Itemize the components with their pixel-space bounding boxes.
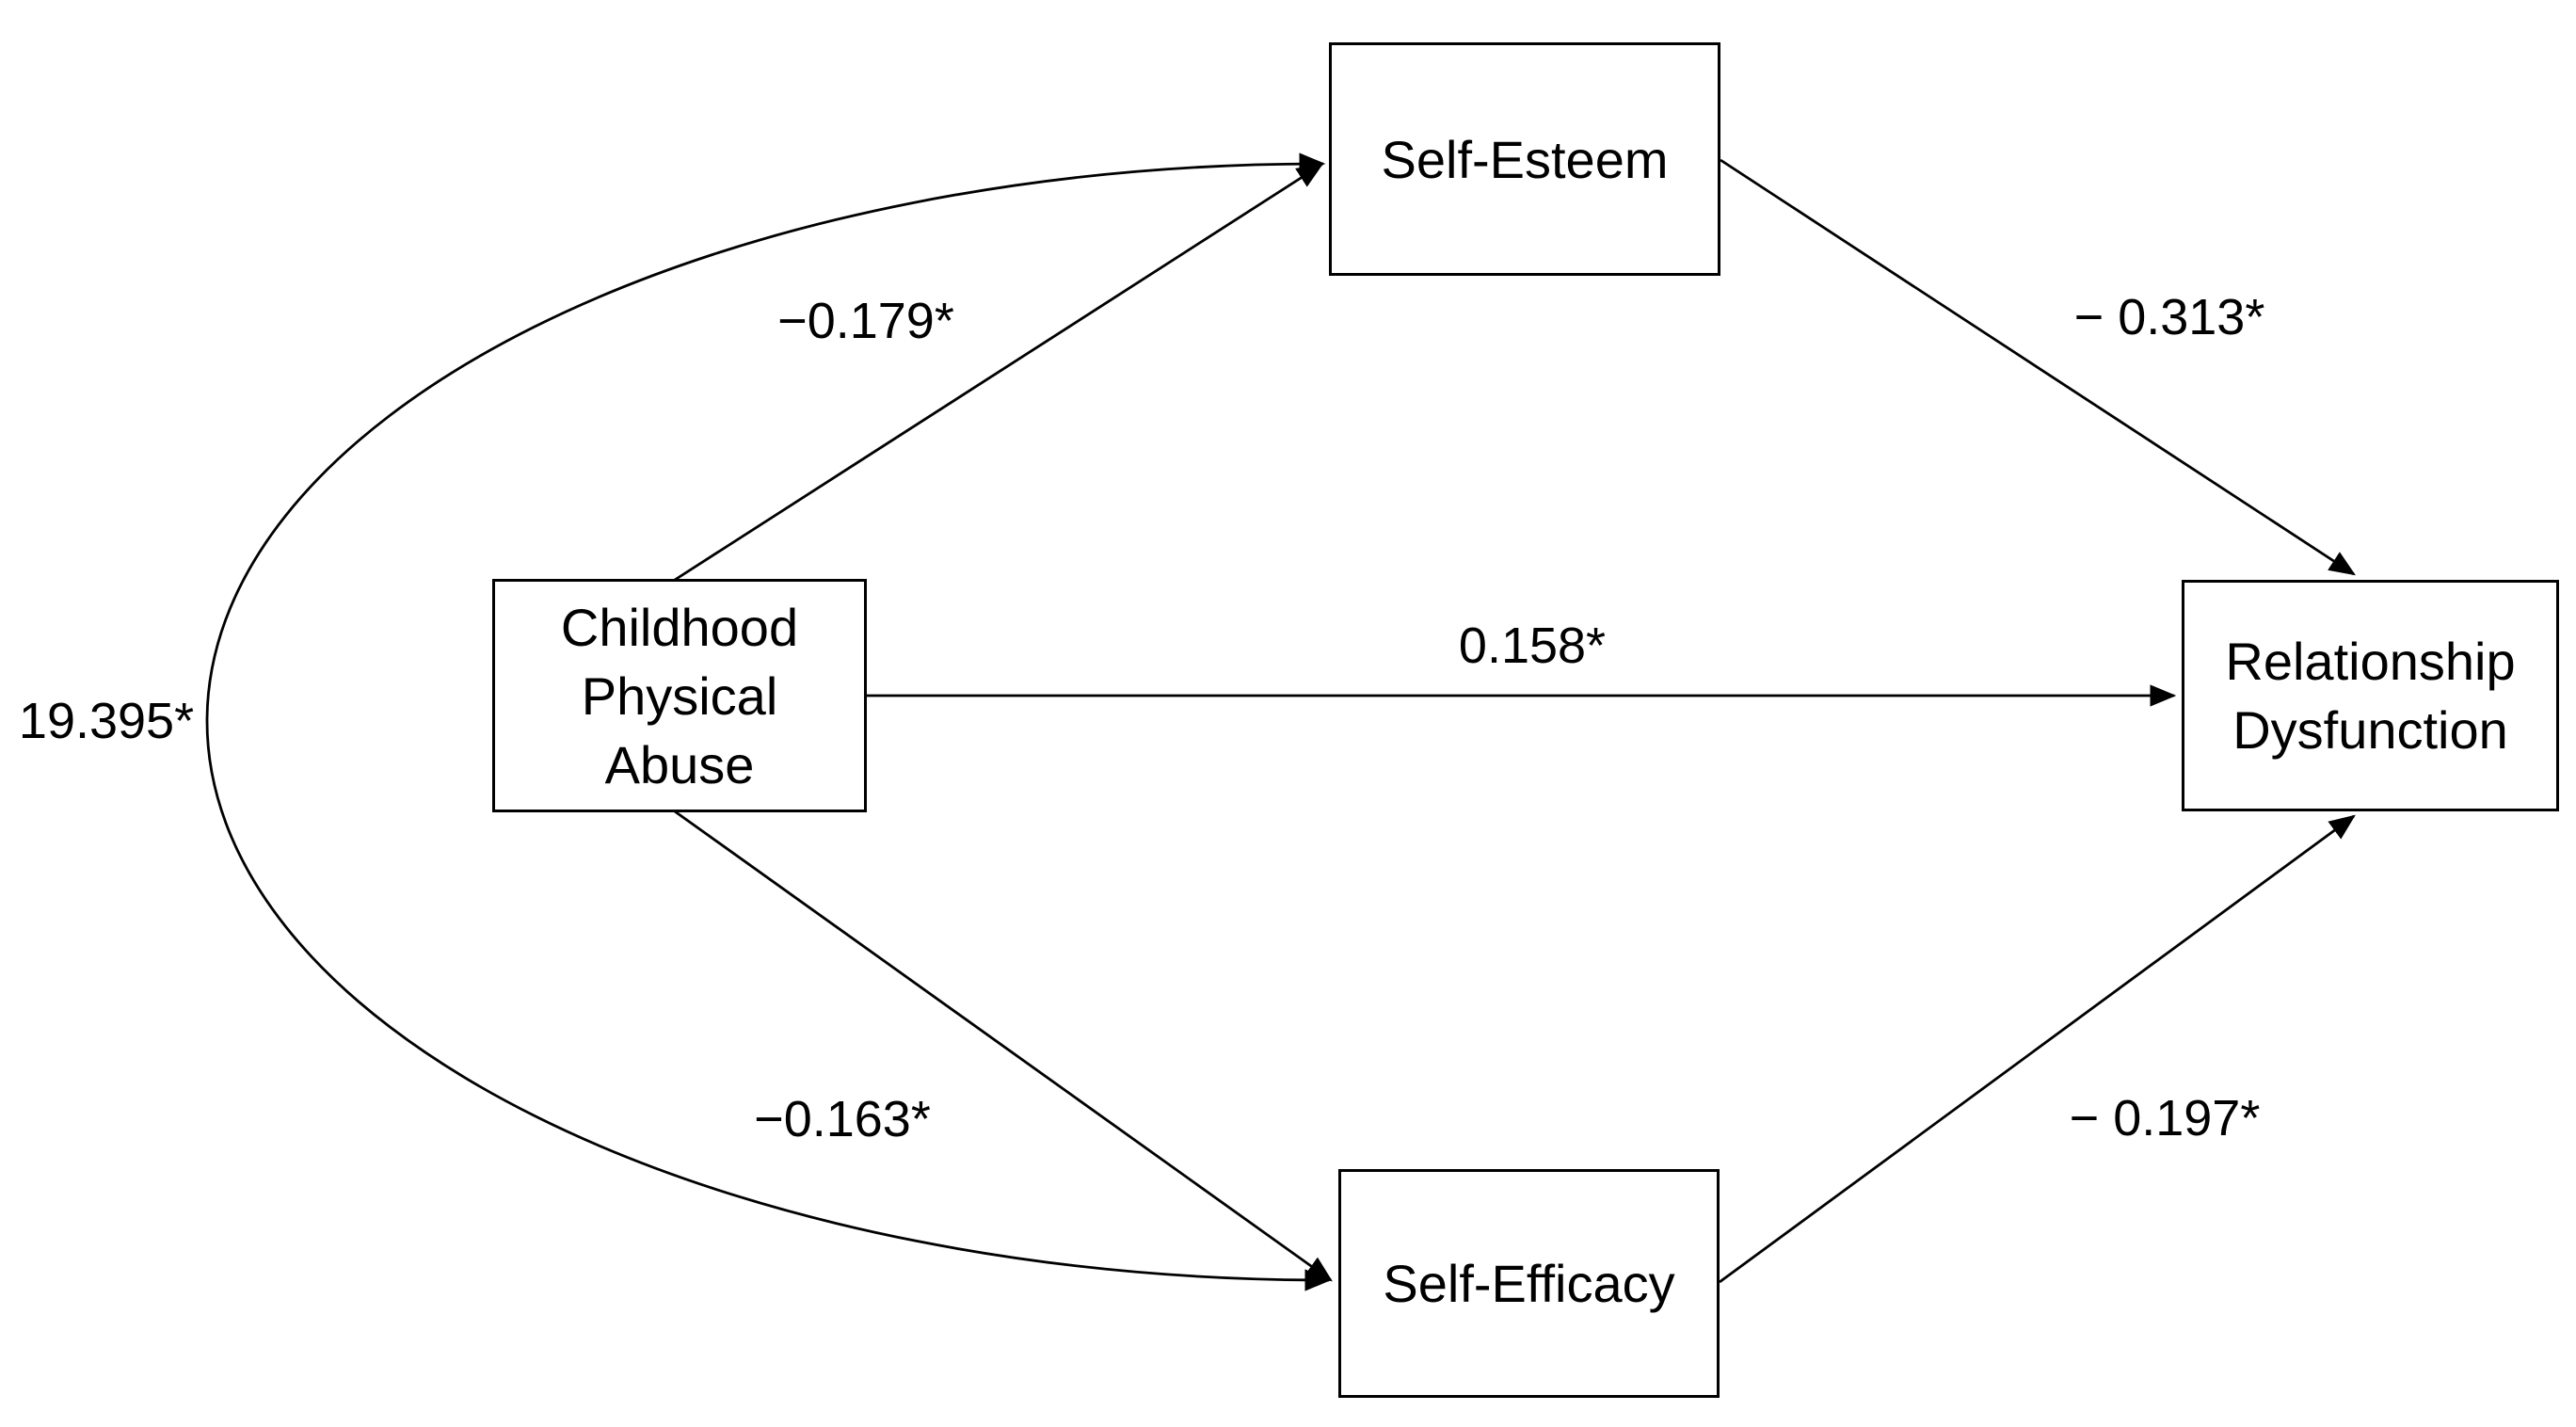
arrow-cpa-to-self-esteem [674, 163, 1323, 582]
self-efficacy-label: Self-Efficacy [1383, 1254, 1675, 1313]
covariance-arc-lower [205, 720, 1332, 1291]
childhood-physical-abuse-label-line3: Abuse [604, 734, 755, 794]
self-efficacy-node: Self-Efficacy [1338, 1169, 1720, 1398]
coefficient-cpa-to-relationship-dysfunction: 0.158* [1458, 617, 1607, 674]
coefficient-self-esteem-to-relationship-dysfunction: − 0.313* [2073, 289, 2265, 345]
arrow-cpa-to-self-efficacy [674, 810, 1333, 1282]
arrow-self-efficacy-to-relationship-dysfunction [1719, 814, 2356, 1284]
self-esteem-node: Self-Esteem [1329, 42, 1720, 276]
coefficient-self-efficacy-to-relationship-dysfunction: − 0.197* [2069, 1090, 2261, 1146]
coefficient-cpa-to-self-esteem: −0.179* [777, 293, 954, 349]
childhood-physical-abuse-node: Childhood Physical Abuse [492, 579, 867, 812]
coefficient-cpa-to-self-efficacy: −0.163* [754, 1091, 931, 1147]
relationship-dysfunction-label-line1: Relationship [2225, 632, 2516, 691]
covariance-arc-upper [205, 152, 1326, 722]
self-esteem-label: Self-Esteem [1381, 129, 1669, 189]
relationship-dysfunction-node: Relationship Dysfunction [2182, 580, 2559, 811]
relationship-dysfunction-label-line2: Dysfunction [2232, 700, 2508, 760]
childhood-physical-abuse-label-line1: Childhood [560, 597, 799, 657]
childhood-physical-abuse-label-line2: Physical [581, 665, 778, 726]
arrow-self-esteem-to-relationship-dysfunction [1720, 158, 2356, 576]
coefficient-covariance: 19.395* [18, 693, 195, 749]
